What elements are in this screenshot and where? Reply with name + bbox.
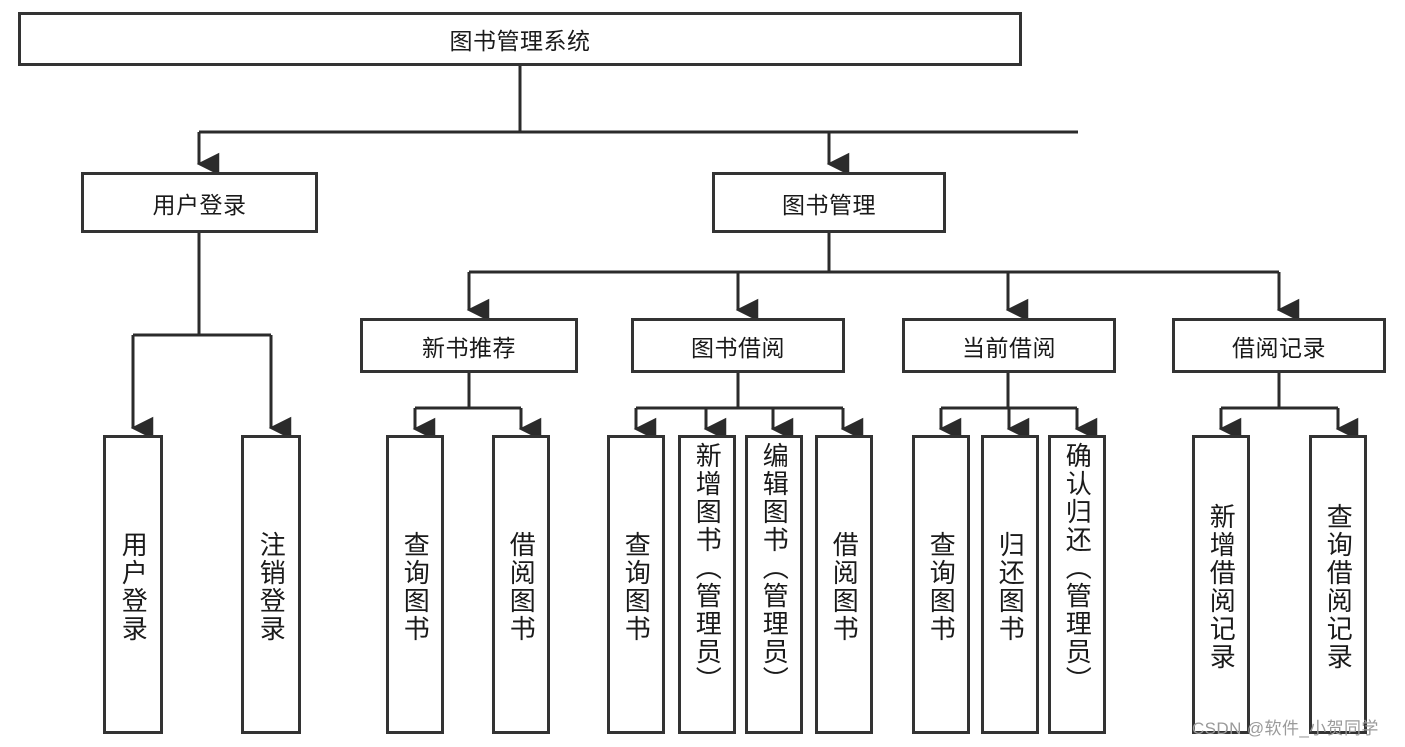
leaf-current-confirm-return-admin[interactable]: 确认归还（管理员） — [1048, 435, 1106, 734]
leaf-label: 借阅图书 — [829, 530, 860, 643]
node-borrowing-records[interactable]: 借阅记录 — [1172, 318, 1386, 373]
node-label: 图书管理系统 — [449, 28, 591, 54]
leaf-borrow-add-book-admin[interactable]: 新增图书（管理员） — [678, 435, 736, 734]
leaf-label: 确认归还（管理员） — [1062, 442, 1093, 694]
leaf-label: 查询图书 — [926, 530, 957, 643]
leaf-label: 用户登录 — [118, 530, 149, 643]
node-current-borrowing[interactable]: 当前借阅 — [902, 318, 1116, 373]
node-label: 图书管理 — [782, 191, 876, 218]
leaf-label: 查询图书 — [621, 530, 652, 643]
leaf-label: 查询图书 — [400, 530, 431, 643]
leaf-new-book-borrow-books[interactable]: 借阅图书 — [492, 435, 550, 734]
leaf-current-query-books[interactable]: 查询图书 — [912, 435, 970, 734]
leaf-label: 查询借阅记录 — [1323, 502, 1354, 671]
node-book-borrowing[interactable]: 图书借阅 — [631, 318, 845, 373]
node-label: 当前借阅 — [962, 334, 1056, 361]
csdn-watermark: CSDN @软件_小贺同学 — [1192, 719, 1379, 738]
leaf-borrow-edit-book-admin[interactable]: 编辑图书（管理员） — [745, 435, 803, 734]
node-label: 图书借阅 — [691, 334, 785, 361]
leaf-current-return-books[interactable]: 归还图书 — [981, 435, 1039, 734]
node-book-management[interactable]: 图书管理 — [712, 172, 946, 233]
node-label: 用户登录 — [152, 191, 247, 218]
leaf-borrow-borrow-books[interactable]: 借阅图书 — [815, 435, 873, 734]
leaf-label: 借阅图书 — [506, 530, 537, 643]
node-new-book-recommendation[interactable]: 新书推荐 — [360, 318, 578, 373]
leaf-new-book-query-books[interactable]: 查询图书 — [386, 435, 444, 734]
leaf-record-add-borrow-record[interactable]: 新增借阅记录 — [1192, 435, 1250, 734]
leaf-user-login-login[interactable]: 用户登录 — [103, 435, 163, 734]
leaf-record-query-borrow-record[interactable]: 查询借阅记录 — [1309, 435, 1367, 734]
node-label: 借阅记录 — [1232, 334, 1326, 361]
leaf-label: 归还图书 — [995, 530, 1026, 643]
leaf-user-login-logout[interactable]: 注销登录 — [241, 435, 301, 734]
node-root-book-management-system[interactable]: 图书管理系统 — [18, 12, 1022, 66]
leaf-label: 注销登录 — [256, 530, 287, 643]
node-user-login[interactable]: 用户登录 — [81, 172, 318, 233]
leaf-label: 编辑图书（管理员） — [759, 442, 790, 694]
leaf-label: 新增借阅记录 — [1206, 502, 1237, 671]
leaf-borrow-query-books[interactable]: 查询图书 — [607, 435, 665, 734]
node-label: 新书推荐 — [422, 334, 516, 361]
leaf-label: 新增图书（管理员） — [692, 442, 723, 694]
